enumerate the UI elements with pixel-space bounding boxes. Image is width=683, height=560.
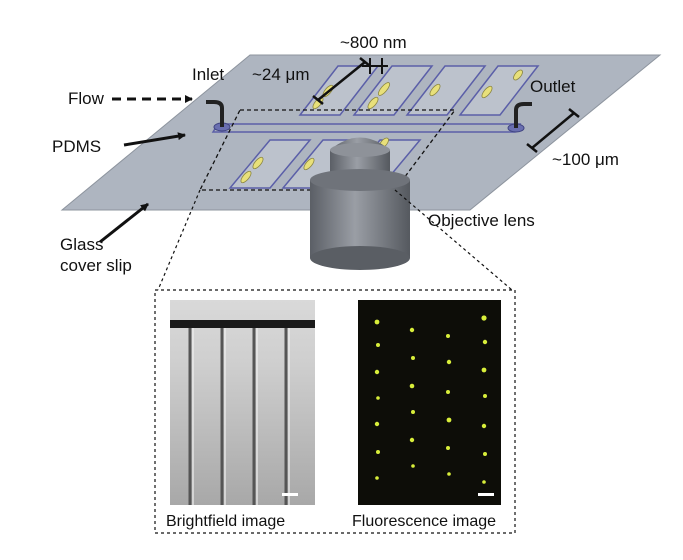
glass-label-line1: Glass xyxy=(60,235,103,254)
scale-right-label: ~100 μm xyxy=(552,150,619,169)
fluorescence-image xyxy=(358,300,501,505)
objective-lens xyxy=(310,137,410,270)
projection-line-left xyxy=(157,189,201,291)
micrograph-panel-frame xyxy=(154,289,516,534)
arrow-icon xyxy=(123,132,186,147)
pdms-label: PDMS xyxy=(52,137,101,156)
brightfield-label: Brightfield image xyxy=(166,513,285,530)
scale-bar-icon xyxy=(478,493,494,496)
scale-top-label: ~800 nm xyxy=(340,33,407,52)
flow-label: Flow xyxy=(68,89,105,108)
inlet-label: Inlet xyxy=(192,65,224,84)
scale-bar-icon xyxy=(282,493,298,496)
glass-label-line2: cover slip xyxy=(60,256,132,275)
scale-width-label: ~24 μm xyxy=(252,65,310,84)
brightfield-image xyxy=(170,300,315,505)
scale-bar-icon xyxy=(312,57,371,105)
scale-bar-icon xyxy=(526,108,580,153)
outlet-label: Outlet xyxy=(530,77,576,96)
objective-lens-label: Objective lens xyxy=(428,211,535,230)
outlet-port xyxy=(507,102,532,133)
fluorescence-label: Fluorescence image xyxy=(352,513,496,530)
scale-bar-icon xyxy=(362,58,388,74)
projection-line-right xyxy=(394,189,513,291)
inlet-port xyxy=(206,100,231,132)
arrow-icon xyxy=(99,202,149,244)
